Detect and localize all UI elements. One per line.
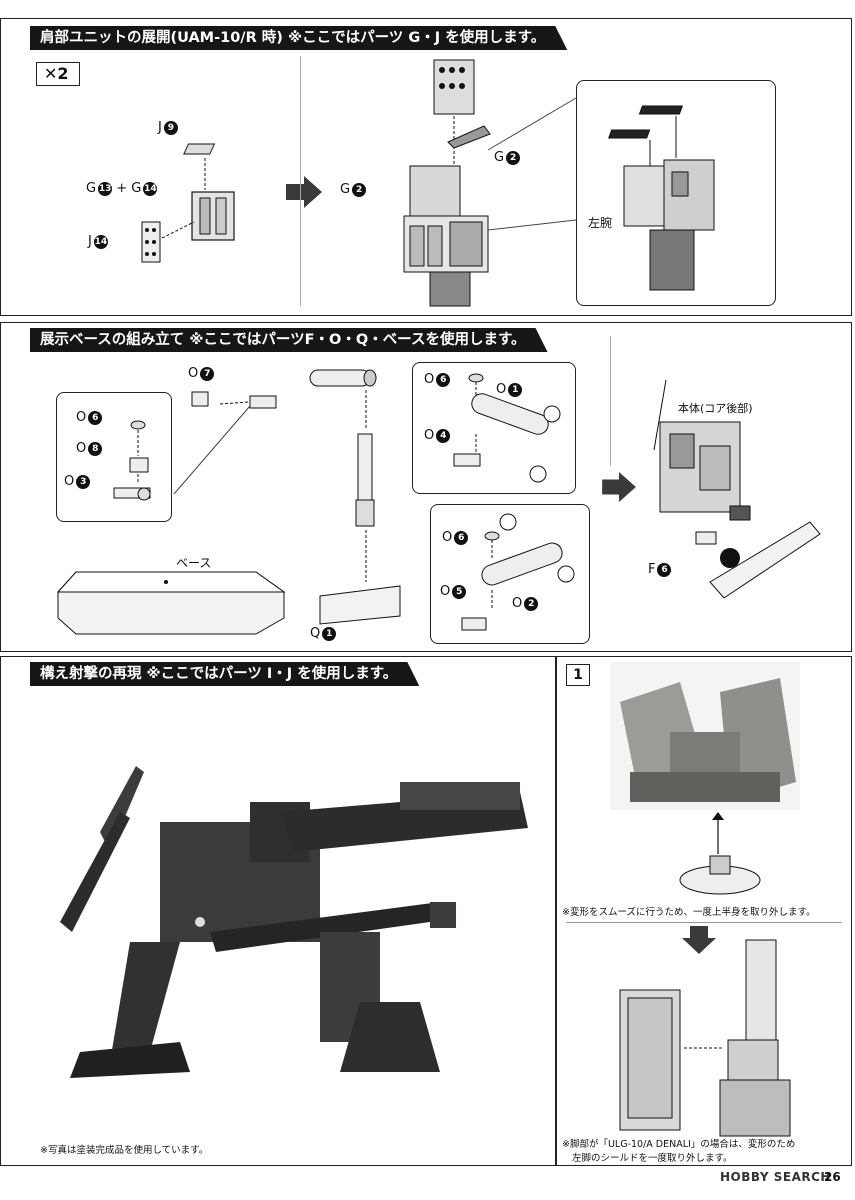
body-core-label: 本体(コア後部) — [678, 402, 753, 415]
top-right-sub-assembly-drawing — [453, 373, 561, 483]
left-arm-label: 左腕 — [588, 216, 613, 230]
left-sub-assembly-drawing — [113, 391, 277, 501]
section-firing-header: 構え射撃の再現 ※ここではパーツ I・J を使用します。 — [30, 662, 419, 686]
photo-note: ※写真は塗装完成品を使用しています。 — [40, 1145, 209, 1156]
section-firing-pose — [0, 656, 556, 1166]
step1-note-remove-upper-body: ※変形をスムーズに行うため、一度上半身を取り外します。 — [562, 907, 816, 918]
leg-shield-drawing — [619, 939, 791, 1137]
display-base-drawing — [56, 571, 286, 635]
multiplier-text: ✕2 — [44, 64, 69, 83]
section1-divider — [300, 56, 301, 306]
shoulder-unit-drawing — [403, 59, 491, 307]
step1-number: 1 — [566, 664, 590, 686]
left-arm-detail-drawing — [608, 105, 715, 291]
step1-panel — [556, 656, 852, 1166]
base-label: ベース — [176, 556, 212, 570]
finished-model-photo — [60, 766, 528, 1078]
watermark-logo: HOBBY SEARCH — [720, 1170, 831, 1184]
section2-divider — [610, 336, 611, 466]
step1-note-denali-line2: 左脚のシールドを一度取り外します。 — [572, 1153, 733, 1164]
bottom-right-sub-assembly-drawing — [461, 513, 575, 631]
multiplier-badge — [36, 62, 80, 86]
sub-assembly-box-bottom-right — [430, 504, 590, 644]
page-number: 26 — [824, 1170, 841, 1184]
display-stand-drawing — [309, 369, 401, 625]
shoulder-part-assembly-drawing — [141, 143, 235, 263]
sub-assembly-box-left — [56, 392, 172, 522]
down-arrow-icon — [682, 926, 716, 954]
up-arrow-icon — [712, 812, 724, 854]
step-arrow-icon — [602, 472, 636, 502]
section-display-base — [0, 322, 852, 652]
core-body-attachment-drawing — [653, 379, 821, 599]
section-base-header: 展示ベースの組み立て ※ここではパーツF・O・Q・ベースを使用します。 — [30, 328, 548, 352]
section-shoulder-unit — [0, 18, 852, 316]
upper-body-photo — [610, 662, 800, 810]
section-shoulder-header: 肩部ユニットの展開(UAM-10/R 時) ※ここではパーツ G・J を使用しま… — [30, 26, 567, 50]
step1-note-denali-line1: ※脚部が「ULG-10/A DENALI」の場合は、変形のため — [562, 1139, 796, 1150]
step-arrow-icon — [286, 176, 322, 208]
core-part-drawing — [679, 855, 761, 895]
sub-assembly-box-top-right — [412, 362, 576, 494]
step1-divider — [566, 922, 842, 923]
zoom-callout-lines — [487, 97, 577, 231]
zoom-detail-box — [576, 80, 776, 306]
